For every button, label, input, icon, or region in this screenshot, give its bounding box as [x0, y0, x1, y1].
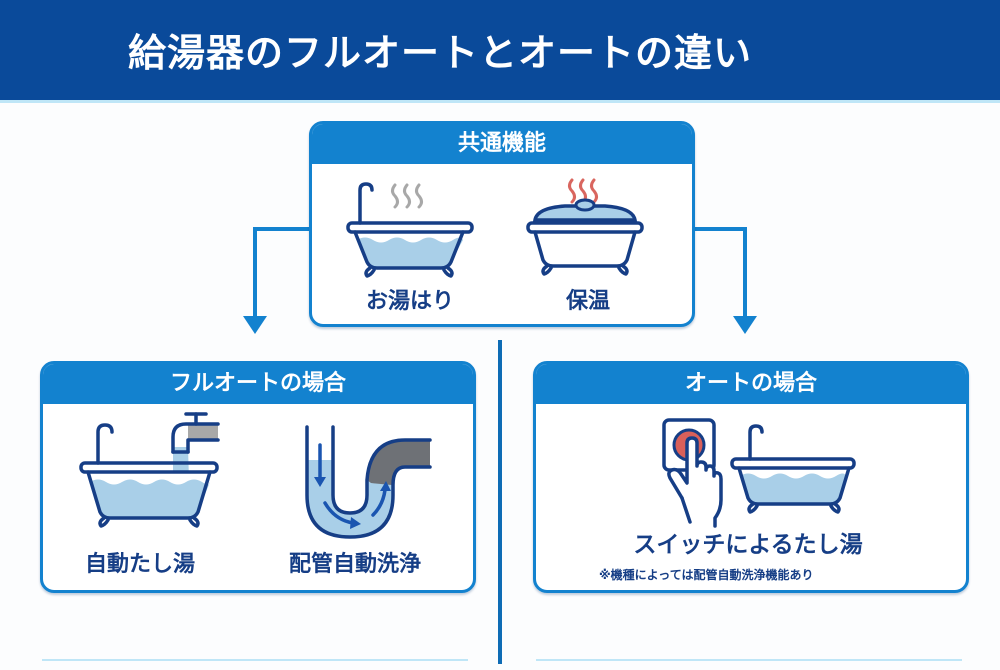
common-features-heading: 共通機能	[312, 124, 692, 164]
bathtub-faucet-icon	[79, 412, 220, 528]
full-auto-heading: フルオートの場合	[43, 364, 473, 404]
switch-press-bathtub-icon	[662, 418, 856, 528]
arrow-right-icon	[733, 316, 757, 334]
auto-box: オートの場合	[533, 361, 969, 593]
pot-steam-icon	[526, 178, 644, 276]
footnote: ※機種によっては配管自動洗浄機能あり	[599, 568, 814, 582]
arrow-left-icon	[243, 316, 267, 334]
feature-label-keep-warm: 保温	[565, 289, 610, 314]
bathtub-steam-icon	[346, 182, 474, 278]
feature-label-fill: お湯はり	[365, 289, 454, 314]
feature-label-switch-refill: スイッチによるたし湯	[633, 532, 863, 558]
banner-underline	[0, 100, 1000, 103]
feature-label-pipe-cleaning: 配管自動洗浄	[288, 552, 421, 577]
feature-label-auto-refill: 自動たし湯	[84, 552, 195, 577]
title-banner	[0, 0, 1000, 100]
page-title: 給湯器のフルオートとオートの違い	[128, 31, 753, 75]
auto-heading: オートの場合	[536, 364, 966, 404]
pipe-cleaning-icon	[305, 425, 432, 539]
